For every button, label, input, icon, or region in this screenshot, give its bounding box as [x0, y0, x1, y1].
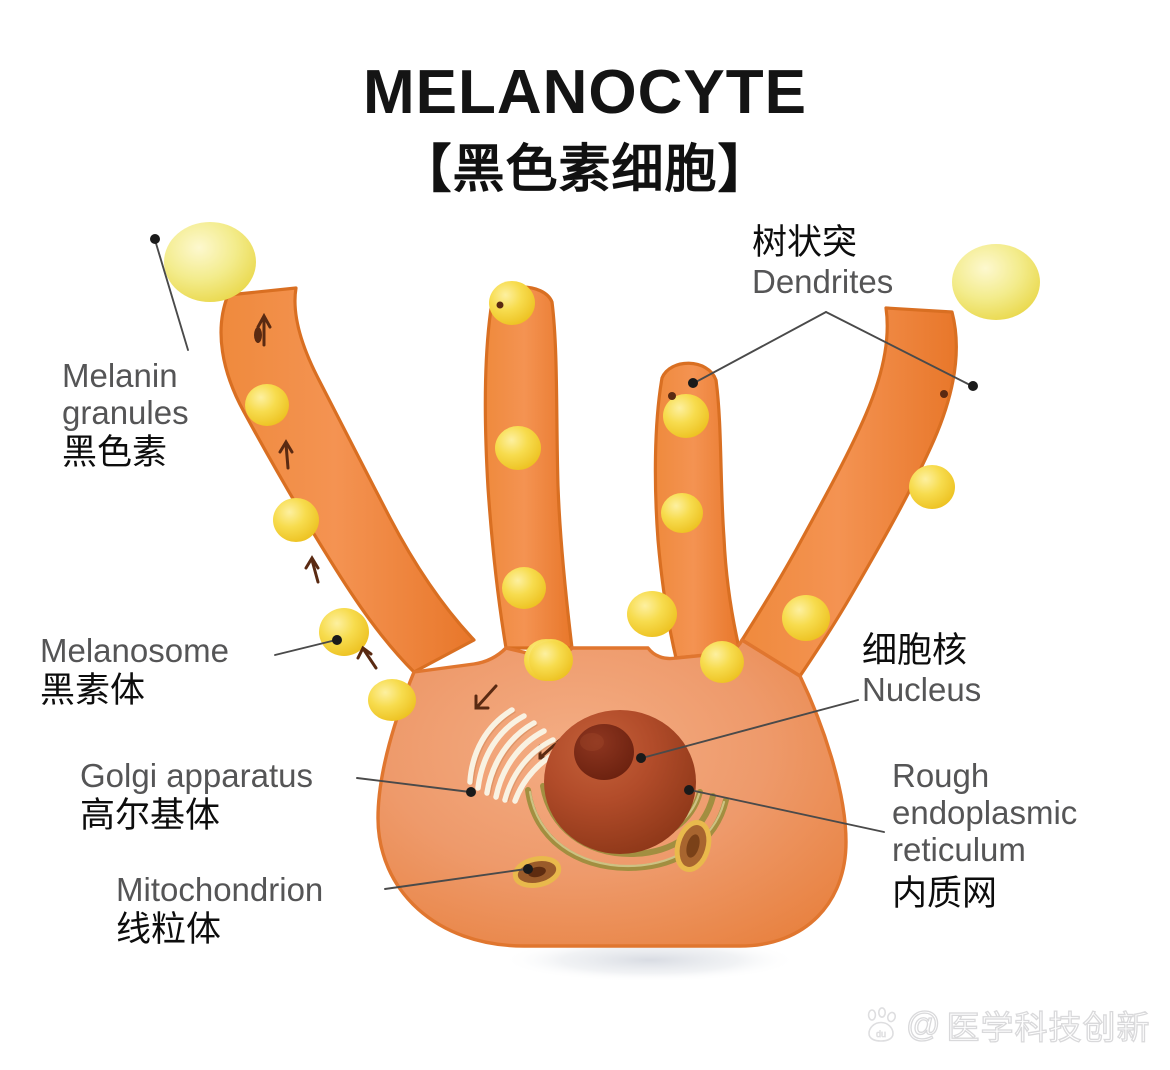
granule-cores	[254, 301, 948, 400]
label-mitochondrion-en: Mitochondrion	[116, 871, 324, 908]
label-mitochondrion-zh: 线粒体	[116, 909, 222, 950]
leader-dendrites-right	[825, 311, 973, 387]
leader-nucleus	[641, 699, 859, 759]
leader-mito	[384, 868, 527, 890]
label-rough-endoplasmic-reticulum: Rough endoplasmic reticulum 内质网	[892, 757, 1132, 914]
label-dendrites-en: Dendrites	[752, 263, 894, 301]
watermark-at-symbol: @	[905, 1005, 941, 1044]
label-melanosome: Melanosome 黑素体	[40, 632, 360, 711]
label-dendrites: 树状突 Dendrites	[752, 223, 1012, 301]
watermark-account-name: 医学科技创新	[946, 1007, 1151, 1047]
label-nucleus-en: Nucleus	[862, 671, 982, 709]
melanin-blob-left	[164, 222, 256, 302]
leader-golgi	[356, 777, 471, 793]
melanosome-granules	[245, 281, 955, 721]
label-melanin-granules-zh: 黑色素	[62, 432, 168, 473]
leader-lines	[150, 234, 978, 890]
label-melanin-granules-en: Melanin granules	[62, 357, 189, 431]
dendrite-1-thumb	[219, 286, 476, 674]
label-mitochondrion: Mitochondrion 线粒体	[116, 871, 436, 950]
label-golgi-apparatus-zh: 高尔基体	[80, 795, 221, 836]
melanin-blob-right	[952, 244, 1040, 320]
page-title-chinese: 【黑色素细胞】	[399, 140, 771, 200]
nucleus	[544, 710, 696, 854]
baidu-paw-logo: du	[867, 1007, 897, 1042]
golgi-apparatus-shadow	[472, 711, 557, 802]
label-melanosome-zh: 黑素体	[40, 670, 146, 711]
label-rough-er-zh: 内质网	[892, 873, 998, 914]
label-dendrites-zh: 树状突	[752, 223, 858, 263]
cell-shadow	[502, 938, 798, 982]
label-melanosome-en: Melanosome	[40, 632, 229, 669]
melanin-granule-blobs	[164, 222, 1040, 320]
leader-melanin	[154, 239, 189, 351]
label-rough-er-en: Rough endoplasmic reticulum	[892, 757, 1078, 868]
nucleolus	[574, 724, 634, 780]
label-golgi-apparatus: Golgi apparatus 高尔基体	[80, 757, 410, 836]
label-golgi-apparatus-en: Golgi apparatus	[80, 757, 313, 794]
leader-rer	[689, 789, 885, 833]
leader-dendrites-left	[693, 311, 827, 384]
leader-melanosome	[274, 639, 337, 656]
svg-text:du: du	[876, 1029, 886, 1039]
label-nucleus-zh: 细胞核	[862, 631, 968, 671]
watermark: du @ 医学科技创新	[862, 1001, 1151, 1049]
page-title-english: MELANOCYTE	[363, 58, 807, 127]
dendrite-2-index	[483, 285, 574, 650]
label-melanin-granules: Melanin granules 黑色素	[62, 357, 332, 473]
label-nucleus: 细胞核 Nucleus	[862, 631, 1112, 709]
dendrites-group	[219, 285, 958, 678]
